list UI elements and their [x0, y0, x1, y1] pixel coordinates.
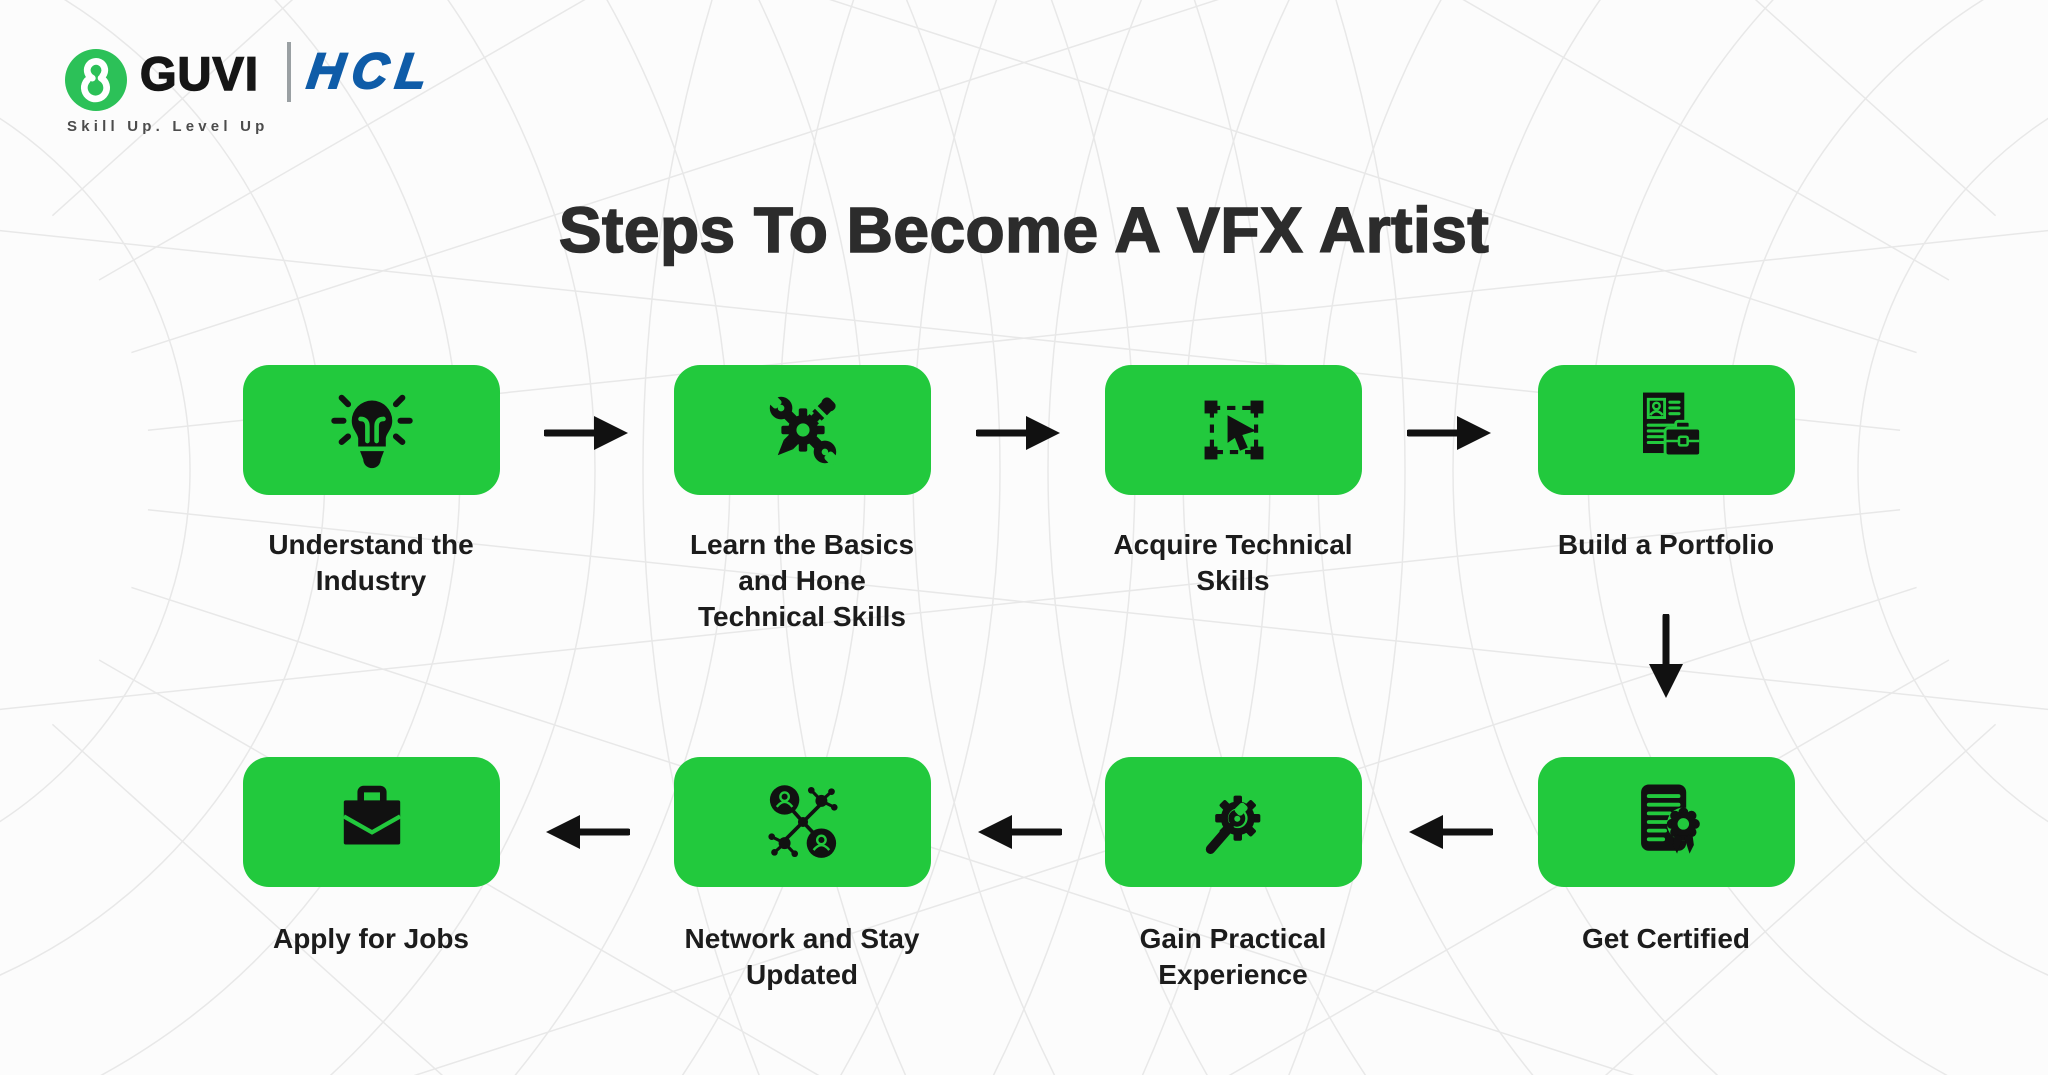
selection-cursor-icon — [1204, 400, 1263, 460]
step-label-3: Acquire Technical Skills — [1113, 529, 1353, 596]
step-card-6 — [1105, 757, 1362, 887]
flow-arrow-right-3-icon — [1407, 416, 1491, 450]
hcl-brand-text: HCL — [303, 42, 440, 100]
step-card-2 — [674, 365, 931, 495]
guvi-brand-text: GUVI — [139, 46, 259, 101]
step-label-8: Apply for Jobs — [272, 923, 469, 954]
flow-arrow-left-3-icon — [546, 815, 630, 849]
guvi-logo-badge — [65, 49, 127, 111]
logo-divider — [287, 42, 291, 102]
certificate-icon — [1640, 784, 1700, 854]
step-label-7: Network and Stay Updated — [684, 923, 920, 990]
step-card-1 — [243, 365, 500, 495]
flow-arrow-left-1-icon — [1409, 815, 1493, 849]
flow-arrow-right-2-icon — [976, 416, 1060, 450]
flow-arrow-left-2-icon — [978, 815, 1062, 849]
step-card-8 — [243, 757, 500, 887]
network-icon — [767, 785, 838, 858]
step-label-4: Build a Portfolio — [1557, 529, 1775, 560]
wrench-pencil-gear-icon — [767, 394, 838, 466]
briefcase-icon — [342, 785, 401, 845]
brand-tagline: Skill Up. Level Up — [67, 118, 269, 135]
step-card-5 — [1538, 757, 1795, 887]
step-card-7 — [674, 757, 931, 887]
step-card-4 — [1538, 365, 1795, 495]
step-label-5: Get Certified — [1581, 923, 1751, 954]
step-label-1: Understand the Industry — [268, 529, 474, 596]
guvi-g-icon — [80, 58, 111, 103]
step-label-6: Gain Practical Experience — [1139, 923, 1327, 990]
page-title: Steps To Become A VFX Artist — [558, 193, 1490, 267]
step-card-3 — [1105, 365, 1362, 495]
gear-wrench-icon — [1205, 795, 1260, 854]
step-label-2: Learn the Basics and Hone Technical Skil… — [689, 529, 915, 632]
flow-arrow-down-icon — [1649, 614, 1683, 698]
resume-briefcase-icon — [1642, 392, 1702, 458]
lightbulb-icon — [330, 394, 413, 469]
flow-arrow-right-1-icon — [544, 416, 628, 450]
